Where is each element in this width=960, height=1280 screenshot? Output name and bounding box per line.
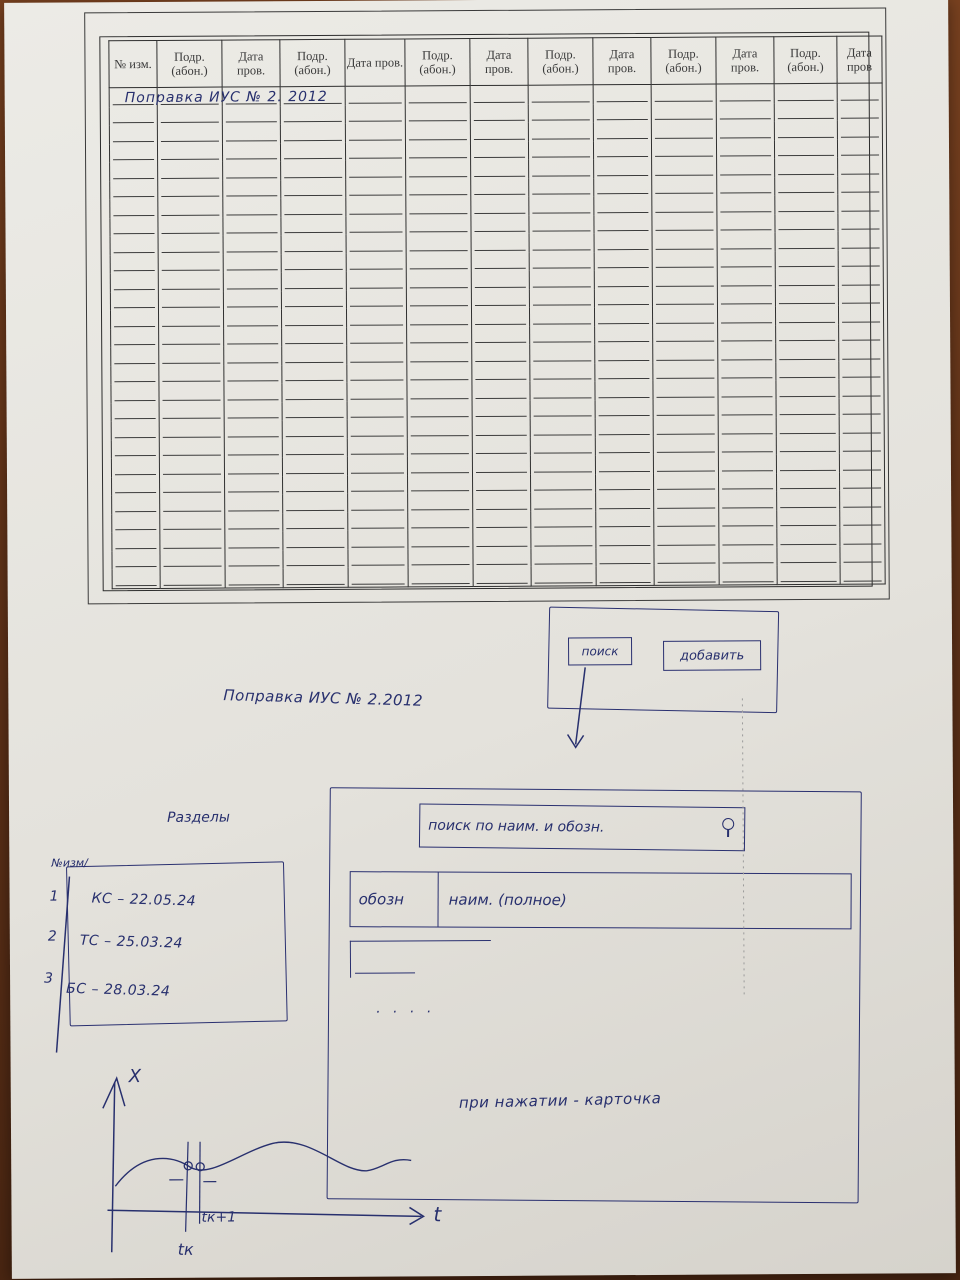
graph-tick-current: tк (177, 1239, 194, 1259)
graph-marker-line (185, 1141, 189, 1232)
graph-x-arrow (409, 1206, 425, 1226)
ink-sketch-layer (55, 667, 745, 1253)
graph-curve (114, 1141, 412, 1187)
graph-marker-line (198, 1141, 201, 1224)
flow-arrow (574, 667, 586, 745)
graph-y-axis (110, 1082, 116, 1253)
graph-interval-arrows (169, 1179, 217, 1183)
guide-line (741, 698, 745, 999)
graph-y-arrow (102, 1076, 126, 1109)
paper-sheet: № изм. Подр. (абон.) Дата пров. Подр. (а… (4, 0, 956, 1279)
graph-x-label: t (433, 1202, 442, 1227)
graph-tick-next: tк+1 (201, 1209, 237, 1226)
arrow-head (566, 734, 585, 749)
list-rail (55, 876, 71, 1053)
graph-point (183, 1161, 193, 1171)
graph-x-axis (107, 1209, 422, 1218)
graph-y-label: X (128, 1066, 142, 1088)
